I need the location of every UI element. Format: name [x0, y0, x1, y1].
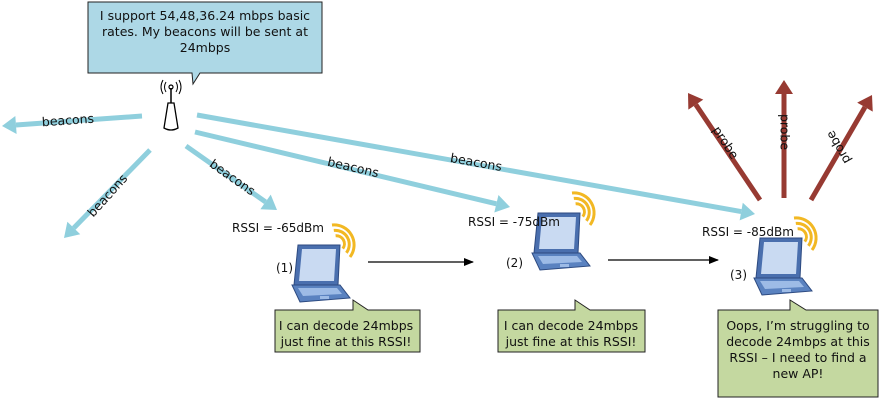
laptop-icon	[291, 244, 351, 303]
client-2-rssi: RSSI = -75dBm	[468, 215, 560, 229]
beacon-arrow-client-1	[184, 143, 277, 210]
client-1: RSSI = -65dBm (1)	[232, 221, 421, 353]
beacon-arrow-left	[2, 113, 143, 134]
beacon-label-down-left: beacons	[84, 171, 130, 220]
probe-label-up: probe	[778, 114, 793, 150]
beacon-label-client-1: beacons	[207, 156, 258, 198]
laptop-icon	[753, 237, 813, 296]
client-1-callout-text: I can decode 24mbps just fine at this RS…	[278, 318, 414, 349]
wireless-access-point-icon	[160, 79, 182, 131]
beacon-arrow-client-3	[196, 112, 755, 221]
beacon-arrow-client-2	[194, 129, 510, 213]
client-3: RSSI = -85dBm (3)	[702, 216, 879, 398]
ap-callout	[87, 1, 323, 86]
client-3-callout-text: Oops, I’m struggling to decode 24mbps at…	[726, 318, 870, 381]
ap-callout-text: I support 54,48,36.24 mbps basic rates. …	[99, 8, 311, 55]
client-1-callout	[274, 299, 421, 353]
probe-arrow-up	[775, 80, 793, 198]
beacon-arrow-down-left	[64, 148, 152, 238]
client-1-index: (1)	[276, 261, 293, 275]
client-3-callout	[717, 299, 879, 398]
beacon-label-client-3: beacons	[449, 150, 503, 174]
beacon-label-client-2: beacons	[326, 154, 380, 180]
client-2: RSSI = -75dBm (2)	[468, 191, 646, 353]
laptop-icon	[531, 212, 591, 271]
client-2-callout-text: I can decode 24mbps just fine at this RS…	[503, 318, 639, 349]
client-3-rssi: RSSI = -85dBm	[702, 225, 794, 239]
probe-arrow-left	[688, 93, 763, 202]
beacon-arrows: beacons beacons beacons beacons beacons	[2, 111, 755, 238]
client-3-index: (3)	[730, 268, 747, 282]
signal-waves-icon	[571, 191, 596, 226]
client-2-index: (2)	[506, 256, 523, 270]
client-1-rssi: RSSI = -65dBm	[232, 221, 324, 235]
probe-label-left: probe	[710, 123, 742, 162]
signal-waves-icon	[331, 223, 356, 258]
beacon-label-left: beacons	[41, 111, 94, 130]
probe-arrow-right	[808, 95, 873, 202]
client-2-callout	[497, 299, 646, 353]
signal-waves-icon	[793, 216, 818, 251]
